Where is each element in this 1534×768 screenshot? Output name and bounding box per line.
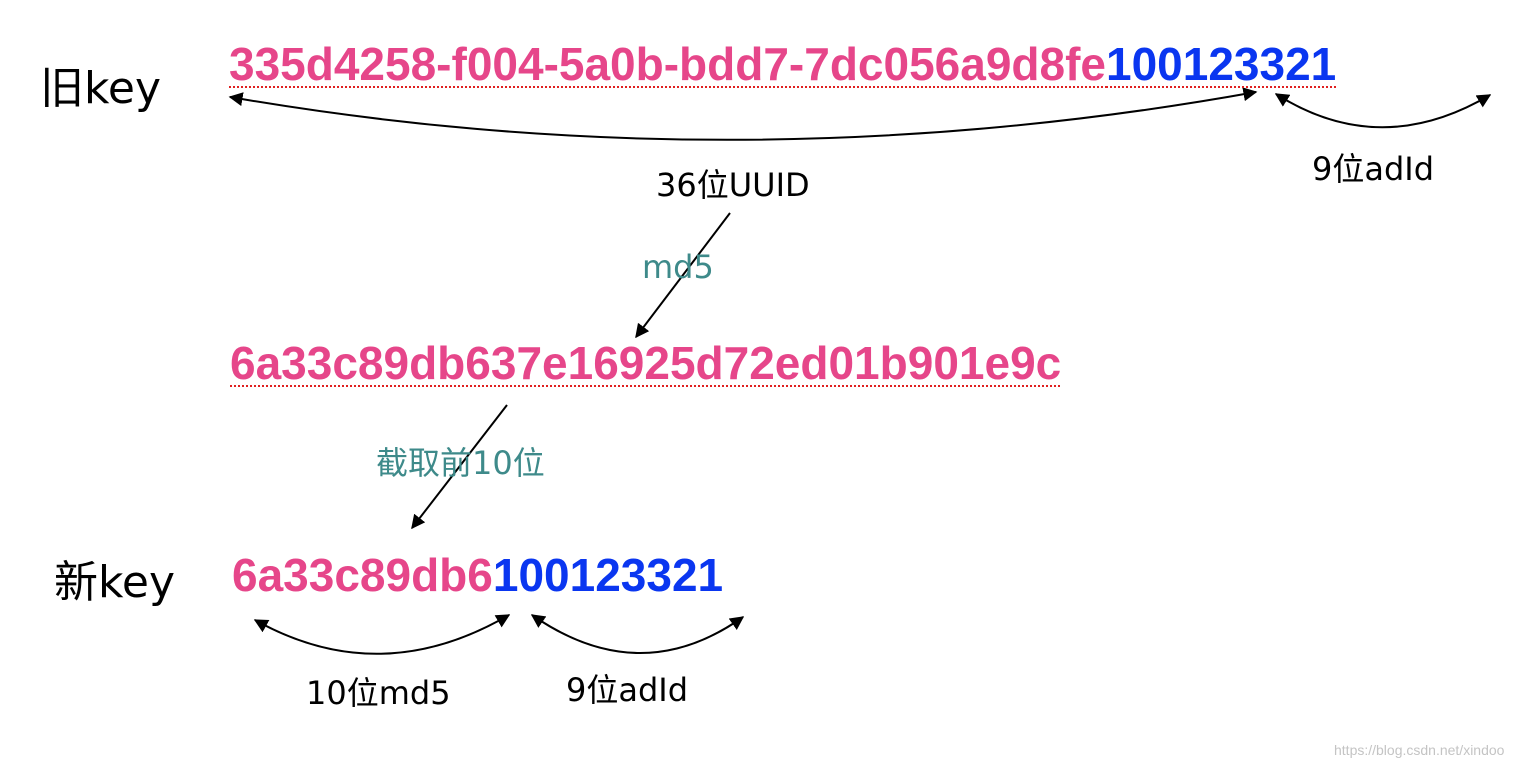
uuid-span-arrow bbox=[228, 87, 1258, 141]
md5-result: 6a33c89db637e16925d72ed01b901e9c bbox=[230, 340, 1061, 386]
new-key-label: 新key bbox=[54, 557, 176, 608]
md5-step-label: md5 bbox=[642, 248, 714, 286]
md5-caption: 10位md5 bbox=[306, 674, 451, 712]
md5-result-value: 6a33c89db637e16925d72ed01b901e9c bbox=[230, 337, 1062, 389]
old-adid-span-arrow bbox=[1274, 93, 1492, 129]
truncate-step-label: 截取前10位 bbox=[376, 444, 545, 482]
new-adid-caption: 9位adId bbox=[566, 671, 689, 709]
old-key-adid-part: 100123321 bbox=[1106, 38, 1337, 90]
uuid-caption: 36位UUID bbox=[656, 166, 810, 204]
old-key-uuid-part: 335d4258-f004-5a0b-bdd7-7dc056a9d8fe bbox=[229, 38, 1107, 90]
old-adid-caption: 9位adId bbox=[1312, 150, 1435, 188]
new-key-adid-part: 100123321 bbox=[492, 549, 724, 601]
new-key-value: 6a33c89db6100123321 bbox=[232, 552, 723, 598]
new-key-md5-part: 6a33c89db6 bbox=[232, 549, 493, 601]
watermark: https://blog.csdn.net/xindoo bbox=[1334, 742, 1505, 758]
new-adid-span-arrow bbox=[530, 614, 745, 654]
old-key-value: 335d4258-f004-5a0b-bdd7-7dc056a9d8fe1001… bbox=[229, 41, 1336, 87]
md5-span-arrow bbox=[253, 614, 511, 655]
old-key-label: 旧key bbox=[40, 63, 162, 114]
